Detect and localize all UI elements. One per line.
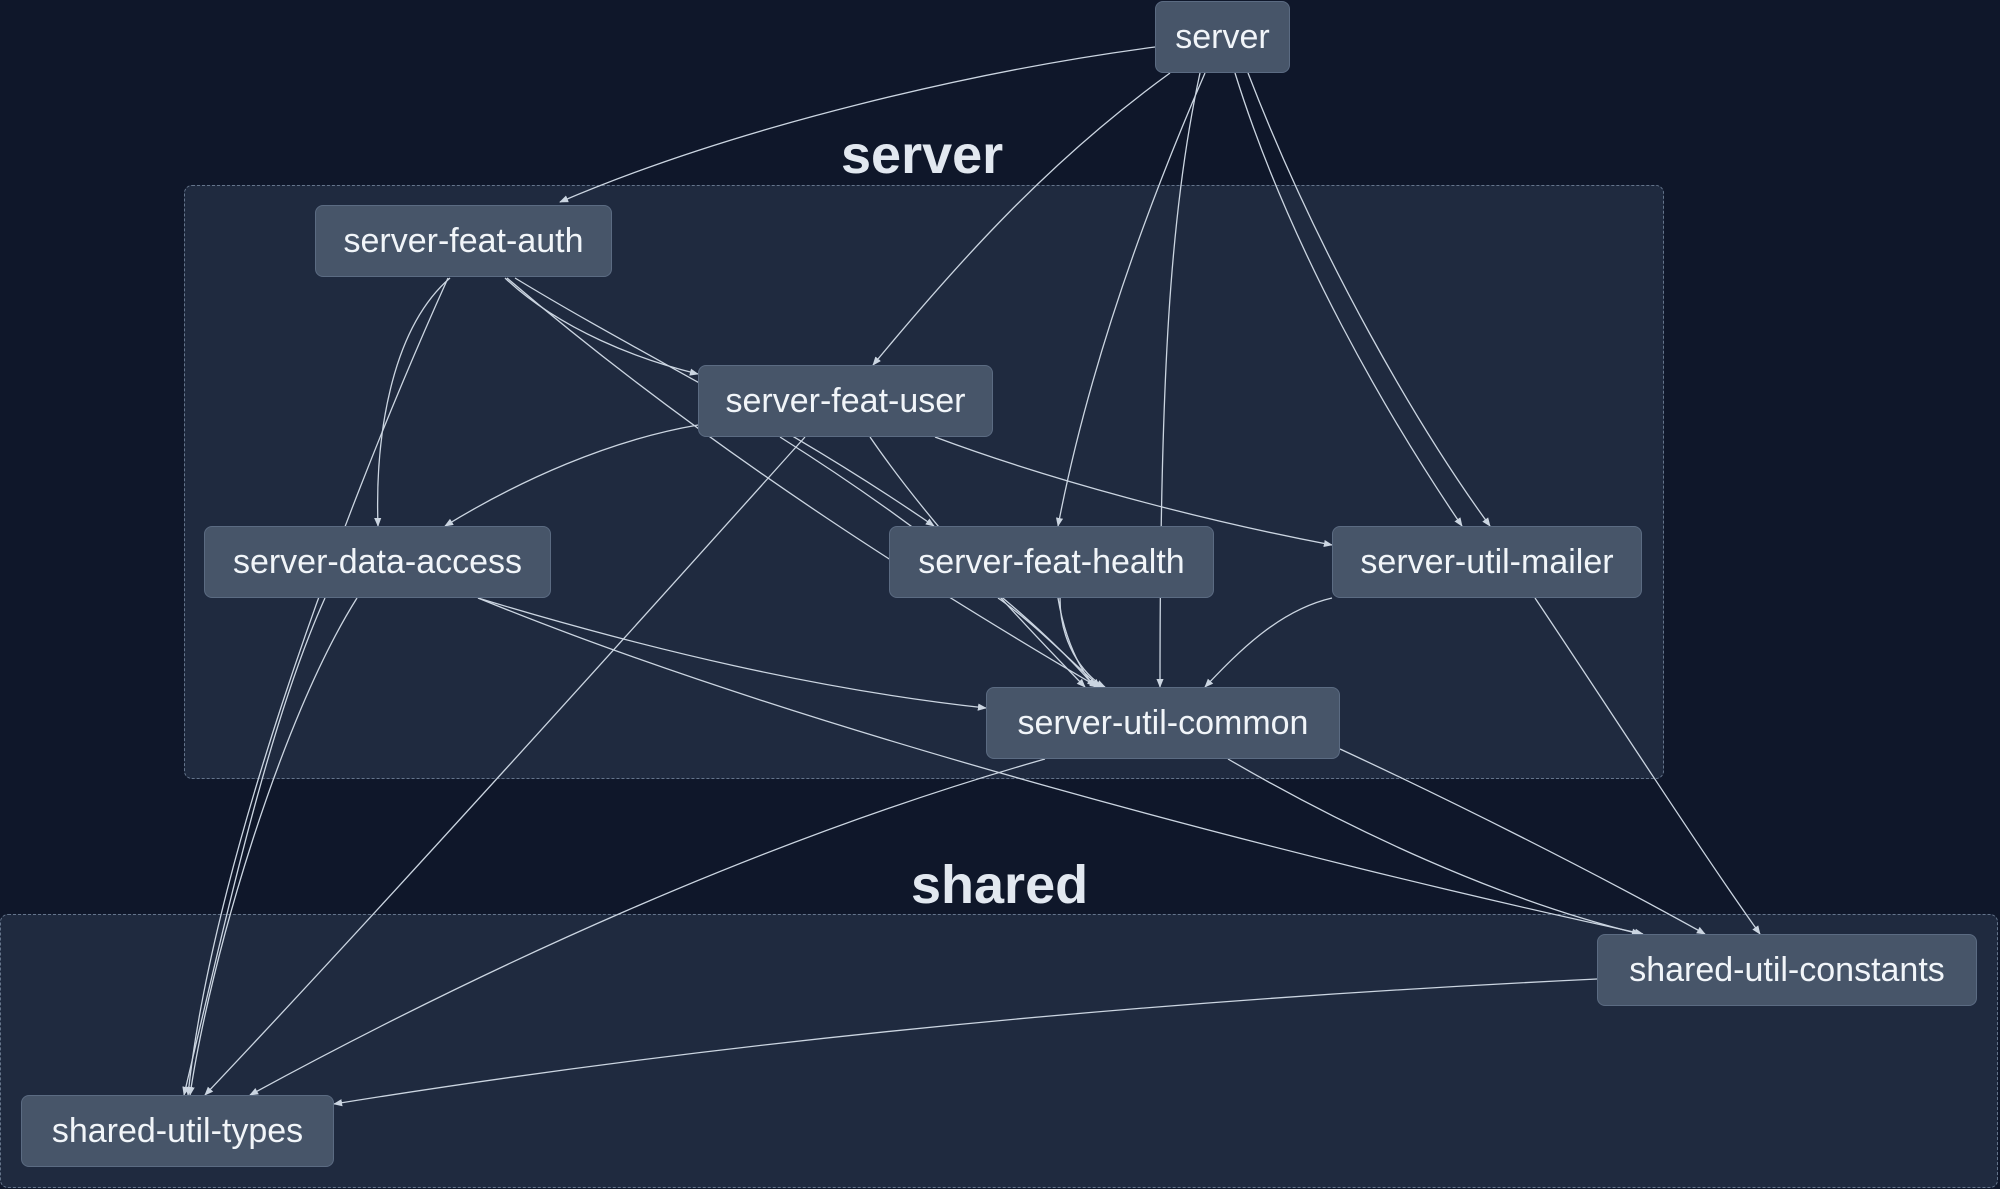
cluster-shared-title: shared <box>911 855 1089 915</box>
node-server-feat-health[interactable]: server-feat-health <box>889 526 1214 598</box>
node-server-feat-user[interactable]: server-feat-user <box>698 365 993 437</box>
node-server-feat-auth[interactable]: server-feat-auth <box>315 205 612 277</box>
node-server-util-common[interactable]: server-util-common <box>986 687 1340 759</box>
node-server-data-access[interactable]: server-data-access <box>204 526 551 598</box>
edge-common-to-constants <box>1227 758 1641 936</box>
node-shared-util-types[interactable]: shared-util-types <box>21 1095 334 1167</box>
cluster-server-title: server <box>841 125 1004 185</box>
node-shared-util-constants[interactable]: shared-util-constants <box>1597 934 1977 1006</box>
node-server-util-mailer[interactable]: server-util-mailer <box>1332 526 1642 598</box>
node-server[interactable]: server <box>1155 1 1290 73</box>
